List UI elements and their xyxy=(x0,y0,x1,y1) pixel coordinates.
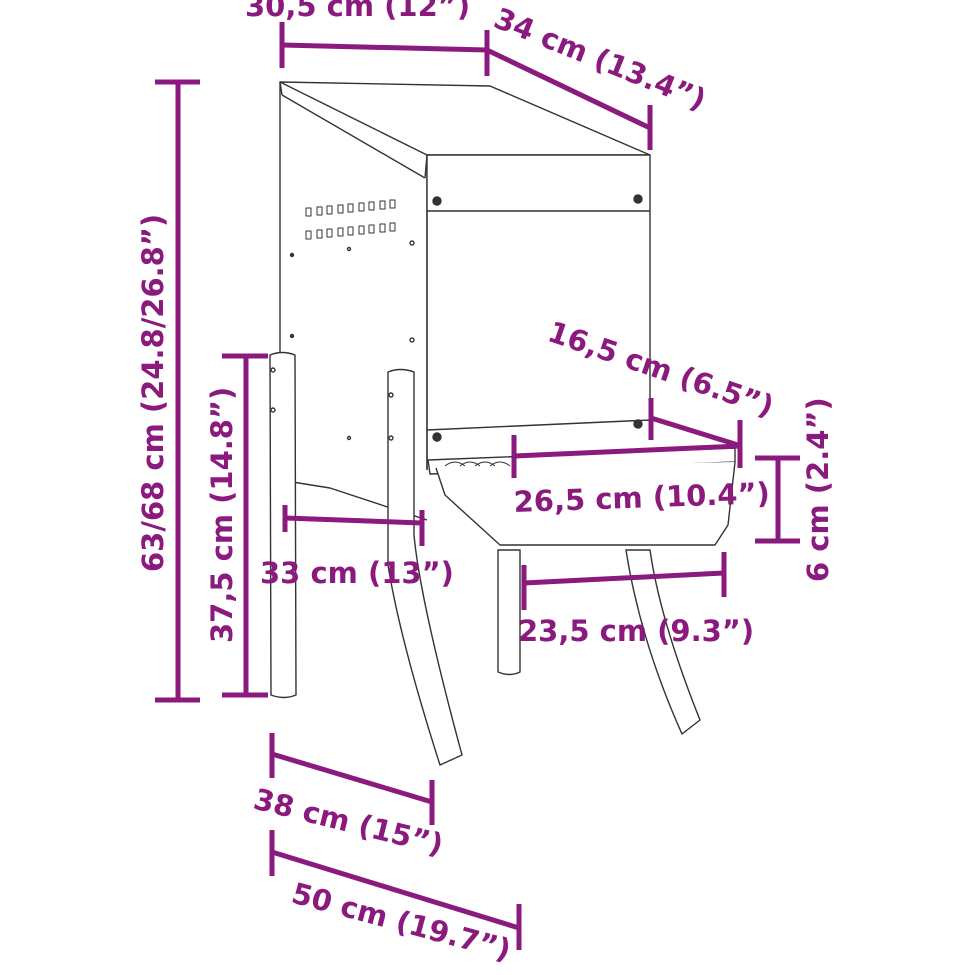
dimension-label-tray-depth: 16,5 cm (6.5”) xyxy=(544,314,778,423)
leg-front-right xyxy=(625,549,701,735)
feeder-drawing xyxy=(269,81,736,766)
leg-rear-right xyxy=(387,368,463,766)
dimension-lines xyxy=(155,22,800,950)
screw-icon xyxy=(633,419,643,429)
vent-slots xyxy=(305,199,396,240)
screw-icon xyxy=(432,196,442,206)
dimension-label-tray-bottom-width: 23,5 cm (9.3”) xyxy=(518,614,754,648)
feeding-tray xyxy=(427,447,736,546)
screw-icon xyxy=(633,194,643,204)
leg-front-left xyxy=(497,549,521,676)
dimension-label-tray-height: 6 cm (2.4”) xyxy=(801,397,835,582)
dimension-label-leg-height: 37,5 cm (14.8”) xyxy=(205,387,239,643)
feeder-front-panel xyxy=(426,154,651,470)
dimension-label-top-width: 30,5 cm (12”) xyxy=(245,0,470,23)
dimension-label-leg-spacing: 33 cm (13”) xyxy=(260,556,454,590)
dimension-label-total-height: 63/68 cm (24.8/26.8”) xyxy=(136,214,170,572)
screw-icon xyxy=(432,432,442,442)
dimension-label-foot-span-short: 38 cm (15”) xyxy=(250,782,446,862)
stand-legs xyxy=(269,351,701,766)
